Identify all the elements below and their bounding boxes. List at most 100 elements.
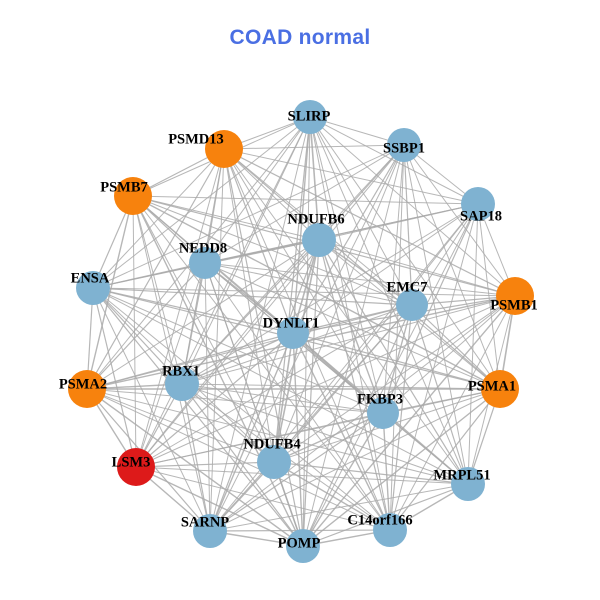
network-edge bbox=[132, 195, 413, 306]
network-edge bbox=[273, 332, 294, 463]
network-edge bbox=[92, 287, 211, 532]
network-edge bbox=[389, 304, 413, 531]
network-edge bbox=[204, 262, 211, 532]
network-edge bbox=[86, 388, 391, 531]
network-edge bbox=[382, 304, 413, 414]
network-edge bbox=[389, 203, 479, 531]
network-edge bbox=[411, 304, 469, 485]
network-edge bbox=[223, 148, 501, 390]
network-edge bbox=[309, 116, 384, 414]
network-node-fkbp3[interactable] bbox=[367, 397, 399, 429]
network-edge bbox=[135, 144, 405, 468]
network-edge bbox=[477, 203, 501, 390]
network-node-ssbp1[interactable] bbox=[387, 128, 421, 162]
network-edge bbox=[92, 262, 206, 289]
network-node-rbx1[interactable] bbox=[165, 367, 199, 401]
network-edge bbox=[209, 203, 479, 532]
network-node-psmd13[interactable] bbox=[205, 130, 243, 168]
network-edge bbox=[309, 116, 320, 241]
network-node-ndufb6[interactable] bbox=[302, 223, 336, 257]
network-edge bbox=[411, 203, 479, 306]
network-edge bbox=[223, 148, 469, 485]
network-edge bbox=[204, 262, 501, 390]
network-node-pomp[interactable] bbox=[286, 529, 320, 563]
network-node-ensa[interactable] bbox=[76, 271, 110, 305]
network-edge bbox=[135, 304, 413, 468]
network-edge bbox=[292, 203, 479, 334]
network-edge bbox=[135, 466, 304, 547]
network-node-dynlt1[interactable] bbox=[277, 317, 309, 349]
network-edge bbox=[403, 144, 516, 297]
network-edge bbox=[92, 287, 391, 531]
network-edge bbox=[302, 304, 413, 547]
network-edge bbox=[223, 148, 516, 297]
network-edge bbox=[135, 461, 275, 468]
network-edge bbox=[135, 332, 294, 468]
network-node-sap18[interactable] bbox=[461, 187, 495, 221]
network-edge bbox=[209, 116, 311, 532]
network-edge bbox=[132, 195, 275, 463]
network-edge bbox=[86, 304, 413, 390]
network-edge bbox=[181, 383, 211, 532]
network-edge bbox=[223, 148, 294, 334]
network-edge bbox=[132, 195, 137, 468]
network-node-slirp[interactable] bbox=[293, 100, 327, 134]
network-node-nedd8[interactable] bbox=[189, 247, 221, 279]
network-edge bbox=[209, 332, 294, 532]
network-node-lsm3[interactable] bbox=[117, 448, 155, 486]
network-edge bbox=[403, 144, 469, 485]
network-edge bbox=[403, 144, 413, 306]
network-edge bbox=[132, 195, 183, 385]
network-edge bbox=[209, 388, 501, 532]
network-edge bbox=[92, 287, 516, 297]
network-edge bbox=[309, 116, 501, 390]
network-edge bbox=[309, 116, 413, 306]
network-edge bbox=[273, 412, 384, 463]
network-node-psmb7[interactable] bbox=[114, 177, 152, 215]
network-edge bbox=[181, 383, 304, 547]
network-edge bbox=[302, 388, 501, 547]
network-edge bbox=[209, 295, 516, 532]
network-node-ndufb4[interactable] bbox=[257, 445, 291, 479]
network-edge bbox=[135, 239, 320, 468]
network-edge bbox=[302, 412, 384, 547]
network-edge bbox=[92, 116, 311, 289]
network-edge bbox=[273, 144, 405, 463]
network-edge bbox=[181, 239, 320, 385]
network-edge bbox=[292, 144, 405, 334]
network-edge bbox=[92, 287, 413, 306]
network-edge bbox=[382, 144, 405, 414]
network-node-c14orf166[interactable] bbox=[373, 513, 407, 547]
network-edge bbox=[132, 195, 304, 547]
network-node-sarnp[interactable] bbox=[193, 514, 227, 548]
network-edge bbox=[382, 295, 516, 414]
network-node-psma1[interactable] bbox=[481, 370, 519, 408]
network-node-psmb1[interactable] bbox=[496, 277, 534, 315]
network-edge bbox=[86, 388, 304, 547]
network-edge bbox=[181, 144, 405, 385]
network-node-mrpl51[interactable] bbox=[451, 467, 485, 501]
network-edge bbox=[389, 295, 516, 531]
network-edge bbox=[86, 388, 384, 414]
network-edge bbox=[467, 203, 479, 485]
network-edge bbox=[302, 239, 320, 547]
network-edge bbox=[92, 287, 294, 334]
network-edge bbox=[273, 461, 391, 531]
network-node-psma2[interactable] bbox=[68, 370, 106, 408]
network-edge bbox=[209, 483, 469, 532]
network-edge bbox=[223, 148, 275, 463]
network-edge bbox=[292, 332, 501, 390]
network-edge bbox=[86, 332, 294, 390]
network-node-emc7[interactable] bbox=[396, 289, 428, 321]
network-edge bbox=[86, 148, 225, 390]
network-edge bbox=[135, 295, 516, 468]
network-edge bbox=[132, 195, 320, 241]
network-edge bbox=[135, 388, 501, 468]
network-edge bbox=[318, 239, 384, 414]
network-edge bbox=[403, 144, 501, 390]
network-edge bbox=[273, 461, 469, 485]
network-edge bbox=[204, 262, 391, 531]
network-edge bbox=[181, 203, 479, 385]
